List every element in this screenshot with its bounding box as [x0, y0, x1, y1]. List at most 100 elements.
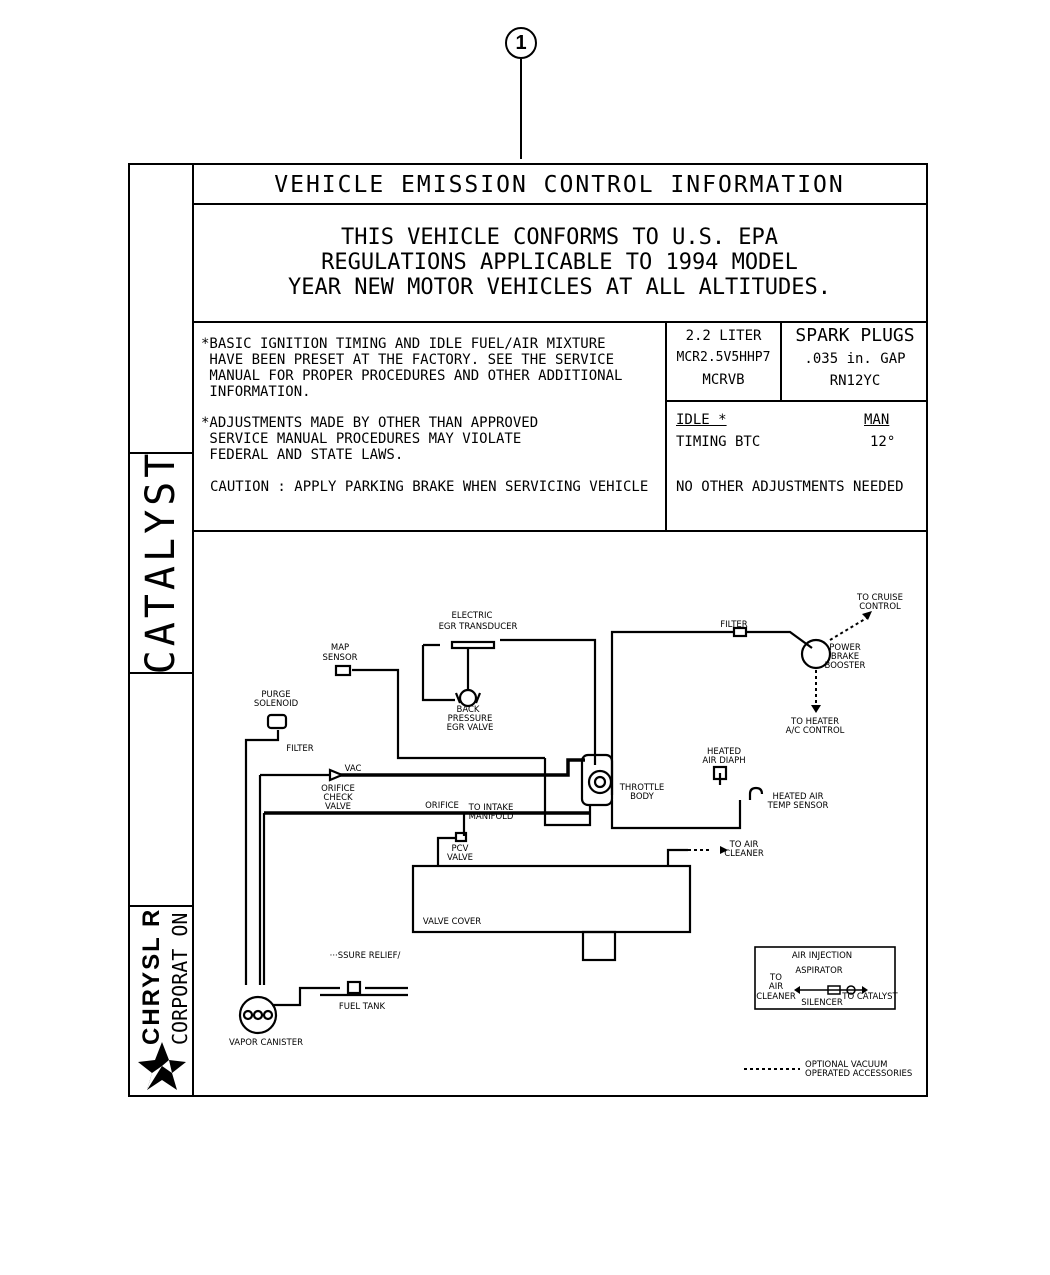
relief-label: ···SSURE RELIEF/ — [330, 951, 401, 961]
booster-hose — [745, 630, 813, 649]
cruise-label: TO CRUISE — [856, 593, 903, 603]
timing-label: TIMING BTC — [676, 434, 761, 450]
optional-legend-label: OPTIONAL VACUUM — [805, 1060, 887, 1070]
pcv-hose — [436, 836, 456, 866]
spark-plugs-heading: SPARK PLUGS — [795, 325, 915, 346]
throttle-body-label: BODY — [630, 792, 654, 802]
chrysler-wordmark: CHRYSL R — [138, 907, 165, 1045]
heated-diaph-label: AIR DIAPH — [702, 756, 745, 766]
optional-legend-label: OPERATED ACCESSORIES — [805, 1069, 912, 1079]
note-line: INFORMATION. — [201, 384, 311, 400]
purge-solenoid-icon — [266, 713, 288, 730]
vac-hose — [340, 758, 585, 777]
aspirator-label: ASPIRATOR — [795, 966, 842, 976]
notes-specs-divider — [665, 321, 667, 531]
spark-plug-part: RN12YC — [829, 373, 881, 389]
pcv-label: VALVE — [447, 853, 473, 863]
orifice-check-valve-icon — [328, 768, 345, 782]
throttle-body-label: THROTTLE — [619, 783, 665, 793]
callout-leader-line — [520, 59, 522, 159]
no-other-adjustments: NO OTHER ADJUSTMENTS NEEDED — [676, 479, 904, 495]
map-sensor-hose — [352, 668, 545, 760]
ai-left-arrow-icon — [794, 986, 800, 994]
air-cleaner-hose — [666, 848, 688, 866]
fuel-tank-hose — [272, 986, 340, 1007]
callout-number: 1 — [505, 27, 537, 59]
throttle-shaft-icon — [593, 775, 607, 789]
conformance-statement: THIS VEHICLE CONFORMS TO U.S. EPA REGULA… — [193, 225, 926, 300]
air-cleaner-arrow-icon — [720, 846, 728, 854]
ai-right-arrow-icon — [862, 986, 868, 994]
back-pressure-label: BACK — [456, 705, 479, 715]
caution-note: CAUTION : APPLY PARKING BRAKE WHEN SERVI… — [210, 479, 649, 495]
purge-solenoid-label: SOLENOID — [254, 699, 299, 709]
booster-hose — [610, 630, 735, 795]
egr-hose — [500, 638, 597, 765]
temp-sensor-label: HEATED AIR — [773, 792, 824, 802]
rollover-valve-icon — [346, 980, 362, 995]
preset-note: *BASIC IGNITION TIMING AND IDLE FUEL/AIR… — [201, 336, 622, 400]
engine-spec: 2.2 LITER MCR2.5V5HHP7 MCRVB — [667, 325, 780, 391]
engine-displacement: 2.2 LITER — [685, 328, 762, 344]
booster-label: BRAKE — [831, 652, 859, 662]
purge-hose — [244, 730, 280, 770]
conformance-line: YEAR NEW MOTOR VEHICLES AT ALL ALTITUDES… — [287, 275, 832, 300]
filter-icon — [732, 626, 748, 638]
engine-block-icon — [581, 930, 617, 962]
brake-booster-icon — [800, 638, 832, 670]
air-injection-label: AIR INJECTION — [792, 951, 852, 961]
booster-label: POWER — [829, 643, 861, 653]
map-sensor-label: SENSOR — [322, 653, 357, 663]
emission-label-frame — [128, 163, 928, 1097]
egr-transducer-icon — [450, 640, 496, 650]
diagram-top-divider — [192, 530, 928, 532]
map-sensor-hose — [543, 758, 592, 827]
conformance-line: REGULATIONS APPLICABLE TO 1994 MODEL — [321, 250, 798, 275]
throttle-body-icon — [580, 753, 614, 807]
egr-valve-flange — [454, 692, 482, 704]
side-divider-2 — [128, 672, 194, 674]
to-intake-label: TO INTAKE — [468, 803, 514, 813]
spark-plug-spec: SPARK PLUGS .035 in. GAP RN12YC — [782, 324, 928, 392]
engine-family: MCR2.5V5HHP7 — [676, 350, 771, 365]
heater-label: A/C CONTROL — [786, 726, 845, 736]
vac-label: VAC — [345, 764, 362, 774]
catalyst-text: CATALYST — [138, 449, 184, 675]
map-sensor-label: MAP — [331, 643, 349, 653]
conformance-divider — [192, 321, 928, 323]
pcv-valve-icon — [454, 831, 468, 843]
valve-cover-label: VALVE COVER — [423, 917, 481, 927]
ai-to-cleaner-label: TO — [769, 973, 782, 983]
note-line: *ADJUSTMENTS MADE BY OTHER THAN APPROVED — [201, 415, 539, 431]
throttle-plate-icon — [587, 769, 613, 795]
orifice-check-label: CHECK — [323, 793, 353, 803]
spark-plug-gap: .035 in. GAP — [804, 351, 906, 367]
filter-top-label: FILTER — [720, 620, 748, 630]
cruise-arrow-icon — [862, 611, 872, 620]
ai-to-cleaner-label: CLEANER — [756, 992, 796, 1002]
heater-arrow-icon — [811, 705, 821, 713]
valve-cover-icon — [411, 864, 692, 934]
side-column-divider — [192, 163, 194, 1097]
idle-heading: IDLE * — [676, 412, 727, 428]
temp-sensor-icon — [748, 786, 764, 800]
label-title: VEHICLE EMISSION CONTROL INFORMATION — [274, 172, 845, 198]
vapor-canister-icon — [238, 995, 278, 1035]
to-air-cleaner-label: TO AIR — [729, 840, 759, 850]
back-pressure-label: PRESSURE — [448, 714, 493, 724]
canister-port-icon — [242, 1009, 254, 1021]
to-catalyst-label: TO CATALYST — [841, 992, 898, 1002]
cruise-label: CONTROL — [859, 602, 901, 612]
catalyst-side-label: CATALYST — [128, 449, 194, 675]
to-intake-label: MANIFOLD — [469, 812, 514, 822]
pcv-label: PCV — [452, 844, 469, 854]
side-divider-1 — [128, 452, 194, 454]
adjustments-note: *ADJUSTMENTS MADE BY OTHER THAN APPROVED… — [201, 415, 538, 463]
heated-diaph-label: HEATED — [707, 747, 741, 757]
egr-transducer-label: ELECTRIC — [452, 611, 493, 621]
orifice-check-label: VALVE — [325, 802, 351, 812]
aspirator-icon — [846, 985, 856, 995]
egr-hose — [421, 645, 455, 702]
cruise-optional-line — [829, 615, 871, 641]
map-sensor-icon — [334, 664, 352, 677]
